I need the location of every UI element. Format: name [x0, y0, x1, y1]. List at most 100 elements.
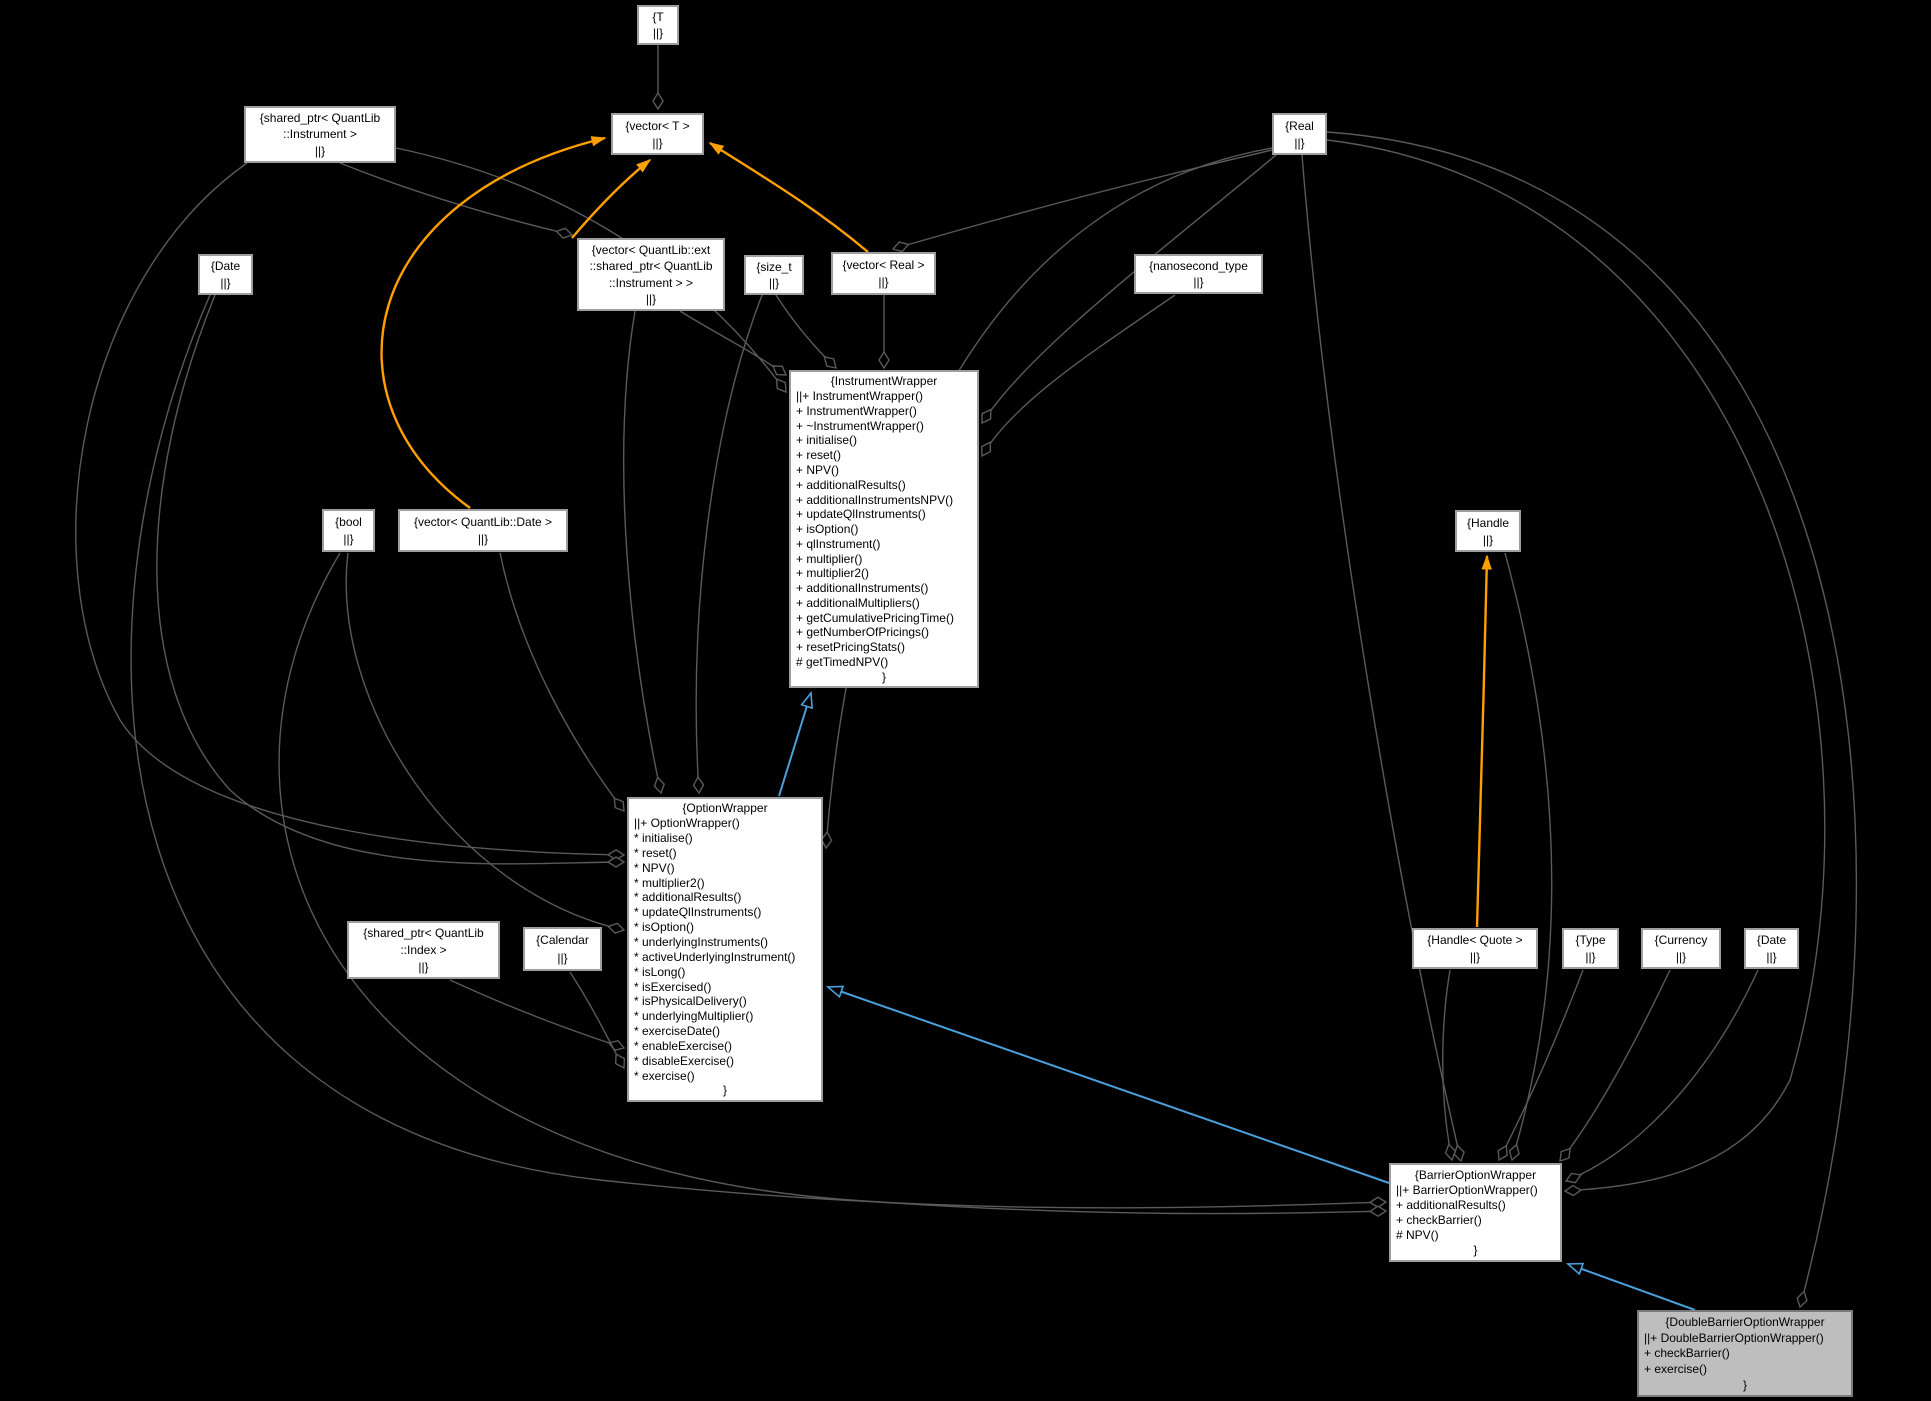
node-bool-line: ||}	[343, 532, 354, 547]
node-option-wrapper-line: * underlyingInstruments()	[634, 935, 769, 950]
node-option-wrapper-line: * activeUnderlyingInstrument()	[634, 949, 796, 964]
node-double-barrier-option-wrapper-line: + checkBarrier()	[1644, 1346, 1730, 1361]
node-barrier-option-wrapper-line: + additionalResults()	[1396, 1197, 1506, 1212]
node-vector-t-line: ||}	[652, 135, 663, 150]
node-real[interactable]: {Real ||}	[1272, 113, 1327, 155]
node-calendar-line: ||}	[557, 951, 568, 965]
node-handle[interactable]: {Handle||}	[1455, 510, 1521, 552]
node-shared-ptr-index-line: ||}	[418, 959, 429, 974]
node-option-wrapper-line: * exercise()	[634, 1068, 695, 1083]
node-instrument-wrapper-line: + additionalMultipliers()	[796, 595, 920, 610]
edge-vector-ext-shared-ptr-instrument-to-option-wrapper-aggregation	[623, 310, 661, 793]
node-option-wrapper-line: * reset()	[634, 845, 677, 860]
node-date-left[interactable]: {Date||}	[198, 254, 253, 295]
node-calendar-line: {Calendar	[536, 933, 589, 947]
node-shared-ptr-instrument[interactable]: {shared_ptr< QuantLib::Instrument >||}	[244, 106, 396, 163]
node-option-wrapper-line: * enableExercise()	[634, 1038, 733, 1053]
edge-shared-ptr-instrument-to-vector-ext-shared-ptr-instrument-aggregation	[339, 162, 572, 235]
node-option-wrapper-line: * NPV()	[634, 860, 675, 875]
node-barrier-option-wrapper-line: }	[1473, 1243, 1478, 1258]
node-option-wrapper-line: * isExercised()	[634, 979, 712, 994]
node-date-right-line: ||}	[1766, 949, 1777, 964]
node-type[interactable]: {Type||}	[1562, 928, 1619, 969]
node-vector-ext-shared-ptr-instrument[interactable]: {vector< QuantLib::ext::shared_ptr< Quan…	[577, 238, 725, 311]
node-handle-line: ||}	[1482, 532, 1494, 547]
node-date-left-line: ||}	[220, 275, 231, 290]
node-nanosecond-type[interactable]: {nanosecond_type||}	[1134, 254, 1263, 294]
node-option-wrapper-line: * exerciseDate()	[634, 1024, 721, 1039]
edge-option-wrapper-to-instrument-wrapper-inheritance	[778, 693, 811, 797]
node-shared-ptr-instrument-line: {shared_ptr< QuantLib	[259, 111, 381, 126]
node-vector-real-line: ||}	[878, 275, 889, 290]
node-option-wrapper-line: * isOption()	[634, 920, 695, 935]
node-handle-quote-line: ||}	[1469, 949, 1481, 964]
edge-type-to-barrier-option-wrapper-aggregation	[1499, 969, 1584, 1160]
node-barrier-option-wrapper-line: + checkBarrier()	[1396, 1213, 1482, 1228]
node-size-t[interactable]: {size_t||}	[744, 255, 804, 295]
node-double-barrier-option-wrapper[interactable]: {DoubleBarrierOptionWrapper||+ DoubleBar…	[1637, 1310, 1853, 1397]
node-instrument-wrapper-line: + isOption()	[796, 522, 859, 537]
node-barrier-option-wrapper-line: # NPV()	[1396, 1228, 1439, 1243]
node-t-line: ||}	[652, 26, 664, 40]
edge-vector-real-to-vector-t-template	[708, 141, 869, 253]
node-currency[interactable]: {Currency||}	[1641, 928, 1721, 969]
node-option-wrapper-line: }	[722, 1083, 727, 1098]
node-instrument-wrapper-line: + initialise()	[796, 433, 858, 448]
node-calendar[interactable]: {Calendar ||}	[523, 927, 602, 971]
edge-currency-to-barrier-option-wrapper-aggregation	[1560, 969, 1671, 1161]
node-date-right[interactable]: {Date||}	[1744, 928, 1799, 969]
node-nanosecond-type-line: {nanosecond_type	[1149, 259, 1248, 273]
node-real-line: {Real	[1285, 118, 1314, 133]
edge-vector-ext-shared-ptr-instrument-to-vector-t-template	[571, 159, 652, 239]
edge-double-barrier-option-wrapper-to-barrier-option-wrapper-inheritance	[1568, 1264, 1696, 1311]
node-instrument-wrapper-line: + multiplier()	[796, 551, 863, 566]
edge-vector-ext-shared-ptr-instrument-to-instrument-wrapper-aggregation	[679, 310, 786, 375]
node-vector-t[interactable]: {vector< T > ||}	[611, 113, 704, 155]
node-instrument-wrapper-line: {InstrumentWrapper	[830, 374, 938, 389]
node-size-t-line: ||}	[768, 276, 780, 290]
node-date-right-line: {Date	[1756, 933, 1787, 948]
node-option-wrapper-line: * underlyingMultiplier()	[634, 1009, 754, 1024]
node-vector-qldate[interactable]: {vector< QuantLib::Date >||}	[398, 509, 568, 552]
edge-real-to-vector-real-aggregation	[893, 149, 1273, 249]
node-currency-line: ||}	[1675, 949, 1687, 964]
node-shared-ptr-index[interactable]: {shared_ptr< QuantLib::Index >||}	[347, 921, 500, 979]
node-option-wrapper-line: * additionalResults()	[634, 890, 742, 905]
node-shared-ptr-instrument-line: ||}	[314, 143, 326, 158]
edge-shared-ptr-instrument-to-instrument-wrapper-aggregation	[395, 147, 786, 392]
node-instrument-wrapper-line: ||+ InstrumentWrapper()	[796, 389, 924, 404]
node-real-line: ||}	[1294, 135, 1305, 150]
node-barrier-option-wrapper-line: {BarrierOptionWrapper	[1414, 1167, 1537, 1182]
node-barrier-option-wrapper[interactable]: {BarrierOptionWrapper||+ BarrierOptionWr…	[1389, 1163, 1562, 1262]
edge-size-t-to-instrument-wrapper-aggregation	[775, 294, 836, 368]
node-vector-qldate-line: {vector< QuantLib::Date >	[413, 514, 553, 529]
node-instrument-wrapper-line: + multiplier2()	[796, 566, 870, 581]
edge-handle-to-barrier-option-wrapper-aggregation	[1504, 552, 1553, 1160]
edge-shared-ptr-instrument-to-option-wrapper-aggregation	[75, 162, 624, 855]
edge-calendar-to-option-wrapper-aggregation	[569, 971, 624, 1068]
edge-real-to-instrument-wrapper-aggregation	[982, 154, 1277, 423]
node-vector-real[interactable]: {vector< Real >||}	[831, 252, 936, 295]
edge-bool-to-barrier-option-wrapper-aggregation	[278, 552, 1386, 1214]
node-option-wrapper-line: * isLong()	[634, 964, 686, 979]
node-bool[interactable]: {bool||}	[322, 509, 375, 552]
node-instrument-wrapper-line: + resetPricingStats()	[796, 640, 906, 655]
node-vector-t-line: {vector< T >	[625, 118, 690, 133]
node-double-barrier-option-wrapper-line: + exercise()	[1644, 1362, 1708, 1377]
node-instrument-wrapper-line: + getCumulativePricingTime()	[796, 610, 954, 625]
node-option-wrapper[interactable]: {OptionWrapper||+ OptionWrapper()* initi…	[627, 797, 823, 1102]
node-barrier-option-wrapper-line: ||+ BarrierOptionWrapper()	[1396, 1182, 1538, 1197]
edges-group	[75, 45, 1858, 1311]
edge-barrier-option-wrapper-to-option-wrapper-inheritance	[828, 987, 1390, 1184]
node-instrument-wrapper-line: }	[881, 669, 886, 684]
node-instrument-wrapper-line: + additionalInstruments()	[796, 581, 929, 596]
edge-size-t-to-option-wrapper-aggregation	[696, 294, 763, 793]
edge-vector-qldate-to-vector-t-template	[380, 136, 607, 509]
node-handle-quote[interactable]: {Handle< Quote >||}	[1412, 928, 1538, 969]
node-instrument-wrapper-line: + qlInstrument()	[796, 536, 881, 551]
node-instrument-wrapper[interactable]: {InstrumentWrapper||+ InstrumentWrapper(…	[789, 370, 979, 688]
node-double-barrier-option-wrapper-line: ||+ DoubleBarrierOptionWrapper()	[1644, 1330, 1824, 1345]
node-t[interactable]: {T||}	[637, 5, 679, 45]
